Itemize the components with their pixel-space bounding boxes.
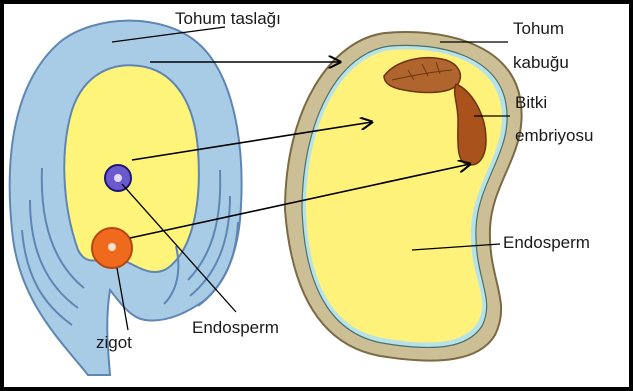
seed-endosperm xyxy=(306,49,502,342)
endosperm-nucleus-center xyxy=(114,174,122,182)
label-embryo-line2: embriyosu xyxy=(515,126,593,145)
label-zygote: zigot xyxy=(96,333,132,352)
label-endosperm-left: Endosperm xyxy=(192,318,279,337)
label-seed-coat-line1: Tohum xyxy=(513,19,564,38)
zygote-center xyxy=(108,243,116,251)
label-ovule: Tohum taslağı xyxy=(175,9,281,28)
label-endosperm-right: Endosperm xyxy=(503,233,590,252)
label-embryo-line1: Bitki xyxy=(515,93,547,112)
label-seed-coat-line2: kabuğu xyxy=(513,53,569,72)
